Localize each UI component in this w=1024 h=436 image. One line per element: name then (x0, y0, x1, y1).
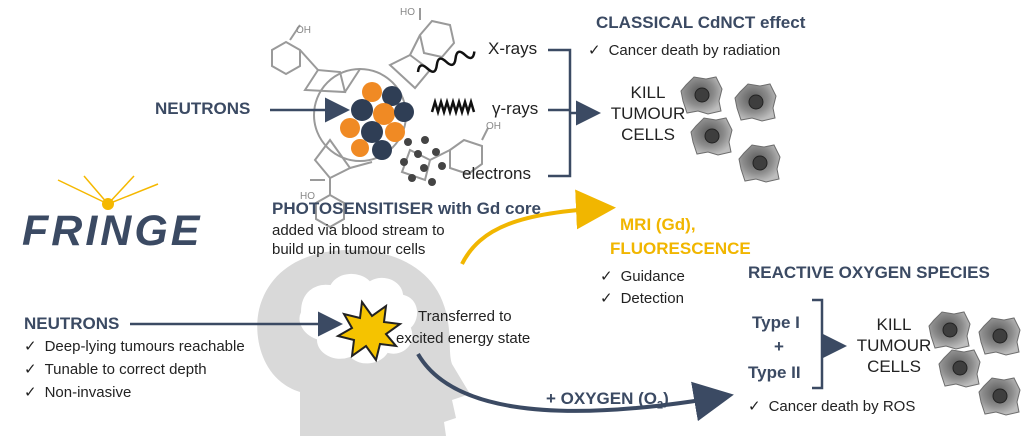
mri-title-2: FLUORESCENCE (610, 239, 751, 258)
ros-bracket (812, 298, 824, 390)
mri-title-1: MRI (Gd), (620, 215, 696, 234)
bottom-check-tunable: Tunable to correct depth (24, 361, 207, 379)
transferred-line-1: Transferred to (418, 308, 512, 325)
top-tumour-line: TUMOUR (610, 104, 686, 123)
oh-label-top: OH (296, 25, 311, 36)
bottom-kill-line: KILL (876, 315, 912, 334)
gammarays-label: γ-rays (492, 99, 539, 118)
bottom-check-noninvasive: Non-invasive (24, 384, 132, 402)
mri-check-detection: Detection (600, 290, 684, 308)
ros-type2: Type II (748, 363, 801, 382)
electrons-label: electrons (462, 164, 531, 183)
xrays-label: X-rays (488, 39, 538, 58)
bottom-cells-line: CELLS (867, 357, 921, 376)
ho-label-top: HO (400, 7, 415, 18)
mri-check-guidance: Guidance (600, 268, 685, 286)
ros-plus: + (774, 337, 784, 356)
electron-dots (400, 136, 446, 186)
top-kill-line: KILL (630, 83, 666, 102)
oxygen-prefix: + OXYGEN (O (546, 389, 657, 408)
xray-wave (416, 50, 476, 73)
oxygen-suffix: ) (663, 389, 669, 408)
top-kill-text: KILL TUMOUR CELLS (608, 82, 688, 145)
radiation-bracket (548, 48, 572, 178)
ros-type1: Type I (752, 313, 800, 332)
bottom-check-deep: Deep-lying tumours reachable (24, 338, 245, 356)
ho-label-bottom: HO (300, 191, 315, 202)
top-neutrons-label: NEUTRONS (155, 99, 251, 118)
oxygen-subscript: 2 (657, 399, 664, 412)
top-cells-line: CELLS (621, 125, 675, 144)
transferred-line-2: excited energy state (396, 330, 531, 347)
bottom-neutrons-label: NEUTRONS (24, 314, 120, 333)
photosensitiser-desc-1: added via blood stream to (272, 222, 445, 239)
classical-title: CLASSICAL CdNCT effect (596, 13, 806, 32)
photosensitiser-desc-2: build up in tumour cells (272, 241, 426, 258)
oxygen-label: + OXYGEN (O2) (546, 390, 669, 414)
mri-arrow (460, 189, 616, 265)
oxygen-arrow (416, 352, 734, 422)
classical-check: Cancer death by radiation (588, 42, 781, 60)
oh-label-right: OH (486, 121, 501, 132)
fringe-logo: FRINGE (22, 207, 203, 255)
gammaray-wave (430, 97, 476, 117)
fringe-sun-icon (57, 175, 159, 210)
photosensitiser-title: PHOTOSENSITISER with Gd core (272, 199, 541, 218)
bottom-kill-text: KILL TUMOUR CELLS (852, 314, 936, 377)
excitation-burst-icon (335, 299, 403, 363)
gd-core-cluster (340, 82, 414, 160)
bottom-tumour-line: TUMOUR (856, 336, 932, 355)
ros-check: Cancer death by ROS (748, 398, 916, 416)
ros-title: REACTIVE OXYGEN SPECIES (748, 263, 990, 282)
